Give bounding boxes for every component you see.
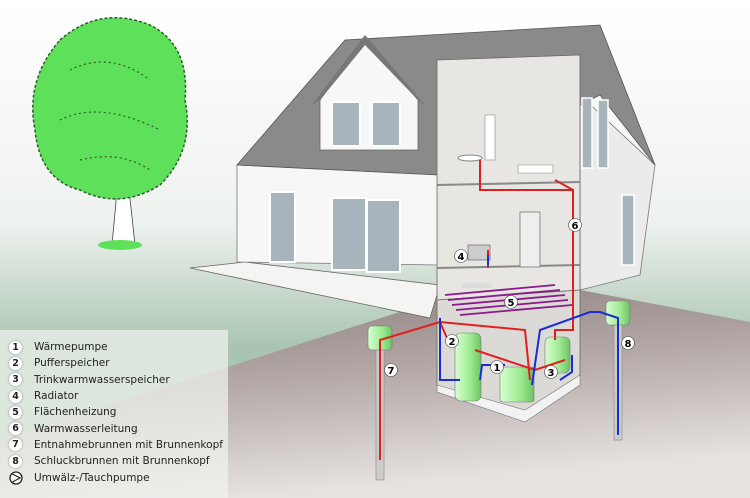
circulation-pump-icon (9, 470, 23, 485)
tree (32, 16, 188, 250)
legend-number: 7 (9, 438, 22, 452)
legend-item: 3 Trinkwarmwasserspeicher (0, 372, 228, 388)
legend-item: Umwälz-/Tauchpumpe (0, 469, 228, 485)
legend-number: 3 (9, 373, 22, 387)
svg-text:1: 1 (494, 363, 501, 374)
legend-label: Umwälz-/Tauchpumpe (34, 471, 150, 484)
legend-number: 4 (9, 389, 22, 403)
marker-8: 8 (621, 336, 635, 350)
legend-label: Flächenheizung (34, 406, 117, 419)
legend-item: 4 Radiator (0, 388, 228, 404)
legend-label: Radiator (34, 390, 79, 403)
marker-5: 5 (504, 295, 518, 309)
marker-1: 1 (490, 360, 504, 374)
cold-pipe (439, 255, 619, 435)
legend: 1 Wärmepumpe 2 Pufferspeicher 3 Trinkwarmwa… (0, 330, 228, 498)
legend-number: 1 (9, 340, 22, 354)
marker-2: 2 (445, 334, 459, 348)
legend-item: 7 Entnahmebrunnen mit Brunnenkopf (0, 437, 228, 453)
pipes (379, 160, 619, 460)
legend-number: 2 (9, 356, 22, 370)
legend-number: 6 (9, 422, 22, 436)
legend-label: Entnahmebrunnen mit Brunnenkopf (34, 438, 223, 451)
legend-label: Wärmepumpe (34, 341, 108, 354)
marker-7: 7 (384, 363, 398, 377)
svg-text:8: 8 (625, 339, 632, 350)
marker-3: 3 (544, 365, 558, 379)
legend-label: Warmwasserleitung (34, 422, 138, 435)
legend-item: 2 Pufferspeicher (0, 355, 228, 371)
legend-item: 8 Schluckbrunnen mit Brunnenkopf (0, 453, 228, 469)
svg-text:3: 3 (548, 368, 555, 379)
legend-label: Trinkwarmwasserspeicher (34, 373, 170, 386)
svg-text:4: 4 (458, 252, 465, 263)
legend-label: Schluckbrunnen mit Brunnenkopf (34, 455, 210, 468)
legend-item: 1 Wärmepumpe (0, 339, 228, 355)
marker-4: 4 (454, 249, 468, 263)
legend-item: 5 Flächenheizung (0, 404, 228, 420)
cutaway (436, 54, 581, 301)
legend-label: Pufferspeicher (34, 357, 110, 370)
svg-text:7: 7 (388, 366, 395, 377)
legend-item: 6 Warmwasserleitung (0, 420, 228, 436)
svg-text:6: 6 (572, 221, 579, 232)
legend-number: 5 (9, 405, 22, 419)
svg-text:5: 5 (508, 298, 515, 309)
marker-6: 6 (568, 218, 582, 232)
legend-number: 8 (9, 454, 22, 468)
svg-text:2: 2 (449, 337, 456, 348)
